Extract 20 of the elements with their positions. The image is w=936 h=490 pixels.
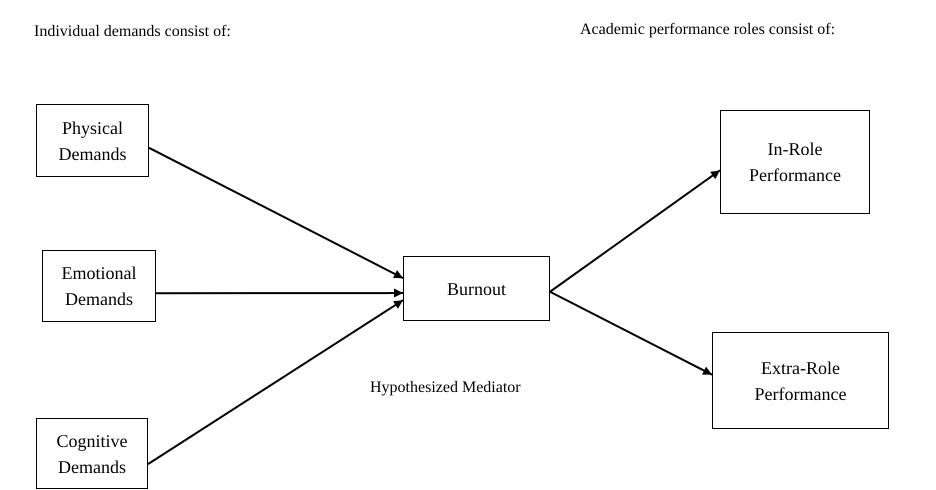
box-label: Physical Demands (58, 116, 128, 166)
box (403, 256, 550, 321)
arrow (156, 288, 403, 298)
box-label: Cognitive Demands (56, 430, 128, 478)
box-label: Emotional Demands (60, 262, 138, 311)
box (36, 104, 149, 177)
box (36, 418, 148, 489)
arrow (148, 146, 404, 279)
box-label: Burnout (446, 278, 506, 300)
note-text: Hypothesized Mediator (370, 378, 521, 398)
heading-text: Academic performance roles consist of: (580, 20, 836, 40)
box-label: Extra-Role Performance (754, 356, 848, 406)
box (712, 332, 889, 429)
box (42, 250, 156, 322)
arrow (550, 290, 712, 376)
heading-text: Individual demands consist of: (34, 22, 231, 42)
box-label: In-Role Performance (748, 138, 842, 187)
arrow (147, 299, 404, 465)
arrow (549, 170, 721, 293)
box (720, 110, 870, 214)
